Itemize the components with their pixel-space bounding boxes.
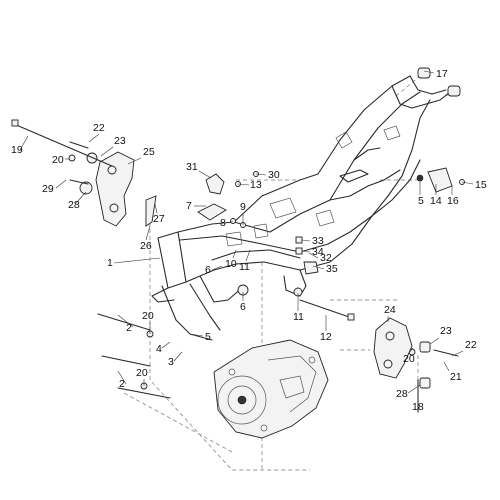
callout-label-c12: 12	[320, 331, 332, 343]
callout-label-c17: 17	[436, 68, 448, 80]
small-brackets	[145, 173, 227, 227]
callout-label-c33: 33	[312, 235, 324, 247]
callout-label-c8: 8	[220, 217, 226, 229]
callout-label-c22b: 22	[465, 339, 477, 351]
callout-label-c9: 9	[240, 201, 246, 213]
leader-line-c22b	[451, 350, 464, 357]
leader-line-c4	[161, 341, 171, 349]
leader-line-c25	[127, 157, 142, 165]
callout-label-c20c: 20	[136, 367, 148, 379]
callout-label-c5a: 5	[205, 331, 211, 343]
callout-label-c11b: 11	[293, 311, 304, 323]
leader-line-c15	[461, 181, 474, 185]
leader-line-c21	[443, 361, 450, 372]
callout-label-c31: 31	[186, 161, 198, 173]
leader-line-c23a	[100, 146, 114, 157]
leader-line-c22a	[88, 133, 100, 143]
leader-line-c23b	[429, 337, 440, 345]
callout-label-c29: 29	[42, 183, 54, 195]
callout-label-c35: 35	[326, 263, 338, 275]
callout-label-c5b: 5	[418, 195, 424, 207]
callout-label-c23b: 23	[440, 325, 452, 337]
callout-label-c18: 18	[412, 401, 424, 413]
leader-line-c19	[19, 135, 29, 151]
leader-line-c1	[113, 257, 161, 264]
callout-label-c15: 15	[475, 179, 487, 191]
main-frame	[151, 75, 451, 341]
callout-label-c1: 1	[107, 257, 113, 269]
rear-bracket	[416, 167, 453, 193]
callout-label-c21: 21	[450, 371, 462, 383]
leader-lines	[19, 70, 474, 400]
leader-line-c26	[145, 225, 151, 241]
leader-line-c29	[55, 179, 67, 189]
callout-label-c3: 3	[168, 356, 174, 368]
leader-line-c17	[423, 70, 435, 74]
callout-label-c23a: 23	[114, 135, 126, 147]
leader-line-c10	[232, 249, 237, 259]
callout-label-c22a: 22	[93, 122, 105, 134]
callout-label-c7: 7	[186, 200, 192, 212]
callout-label-c25: 25	[143, 146, 155, 158]
left-engine-bracket	[79, 151, 135, 227]
engine-gearbox	[213, 339, 329, 439]
callout-label-c11a: 11	[239, 261, 250, 273]
callout-label-c20b: 20	[142, 310, 154, 322]
leader-line-c5a	[189, 333, 204, 337]
callout-label-c13: 13	[250, 179, 262, 191]
small-parts-33-35	[237, 236, 319, 297]
leader-line-c27	[154, 203, 158, 214]
callout-label-c6a: 6	[205, 264, 211, 276]
leader-line-c34	[301, 250, 311, 253]
callout-label-c20d: 20	[403, 353, 415, 365]
leader-line-c28a	[75, 191, 87, 204]
callout-label-c6b: 6	[240, 301, 246, 313]
callout-label-c10: 10	[225, 258, 237, 270]
callout-label-c19: 19	[11, 144, 23, 156]
leader-line-c32	[308, 252, 319, 259]
callout-label-c27: 27	[153, 213, 165, 225]
callout-label-c26: 26	[140, 240, 152, 252]
callout-label-c2b: 2	[119, 378, 125, 390]
leader-line-c3	[173, 351, 183, 362]
leader-line-c13	[237, 183, 250, 186]
leader-line-c33	[301, 239, 311, 242]
callout-label-c28a: 28	[68, 199, 80, 211]
leader-line-c28b	[407, 384, 421, 394]
callout-label-c20a: 20	[52, 154, 64, 166]
callout-label-c4: 4	[156, 343, 162, 355]
leader-line-c35	[312, 265, 325, 270]
callout-label-c24: 24	[384, 304, 396, 316]
callout-label-c2a: 2	[126, 322, 132, 334]
leader-line-c2a	[117, 314, 134, 328]
right-plate	[373, 317, 431, 389]
leader-line-c6a	[211, 265, 223, 271]
rear-caps	[417, 67, 461, 97]
callout-label-c28b: 28	[396, 388, 408, 400]
callout-label-c32: 32	[320, 252, 332, 264]
callout-label-c30: 30	[268, 169, 280, 181]
leader-line-c31	[198, 170, 212, 179]
leader-line-c11a	[245, 249, 251, 262]
callout-label-c16: 16	[447, 195, 459, 207]
leader-line-c30	[255, 173, 267, 176]
leader-line-c20d	[408, 347, 414, 354]
leader-line-c2b	[117, 370, 127, 385]
leader-line-c8	[227, 220, 234, 224]
callout-label-c34: 34	[312, 246, 324, 258]
callout-label-c14: 14	[430, 195, 442, 207]
